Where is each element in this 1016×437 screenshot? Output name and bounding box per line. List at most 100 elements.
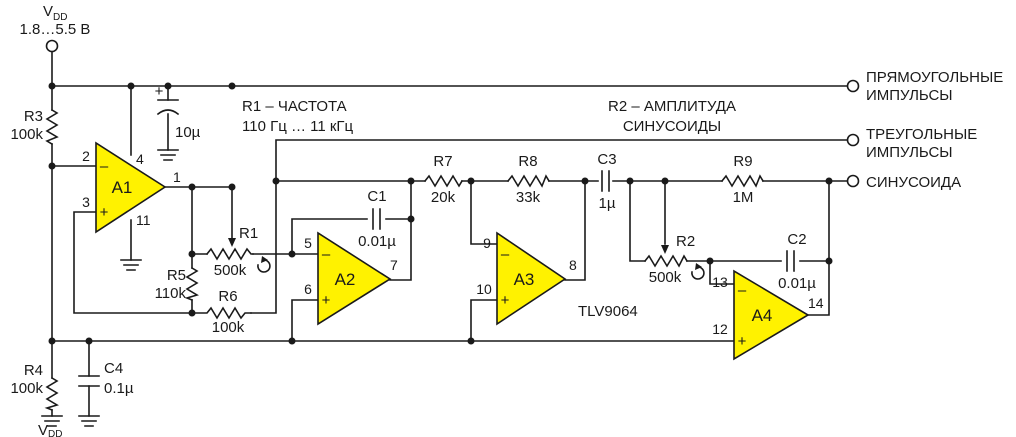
resistor-r3 bbox=[45, 108, 59, 146]
amplifiers bbox=[95, 141, 810, 361]
c3-name: C3 bbox=[597, 151, 616, 168]
resistor-r8 bbox=[506, 174, 551, 188]
c1-name: C1 bbox=[367, 188, 386, 205]
r8-value: 33k bbox=[516, 189, 541, 206]
svg-text:–: – bbox=[738, 282, 747, 299]
r1-value: 500k bbox=[214, 262, 247, 279]
capacitor-c3 bbox=[601, 170, 610, 192]
triangle-output-line1: ТРЕУГОЛЬНЫЕ bbox=[866, 126, 977, 143]
c3-value: 1µ bbox=[599, 195, 616, 212]
svg-text:+: + bbox=[501, 292, 510, 309]
svg-text:8: 8 bbox=[569, 257, 577, 273]
triangle-output-line2: ИМПУЛЬСЫ bbox=[866, 144, 953, 161]
r7-value: 20k bbox=[431, 189, 456, 206]
opamp-a1 bbox=[95, 141, 167, 234]
svg-text:6: 6 bbox=[304, 281, 312, 297]
chip-label: TLV9064 bbox=[578, 303, 638, 320]
opamp-a3 bbox=[496, 231, 567, 326]
svg-text:+: + bbox=[322, 292, 331, 309]
r2-wiper-arrow bbox=[661, 245, 669, 254]
ground-c4 bbox=[78, 415, 100, 427]
ground-a1 bbox=[120, 259, 142, 271]
r4-name: R4 bbox=[24, 362, 43, 379]
a3-name: A3 bbox=[514, 270, 535, 289]
resistor-r4 bbox=[44, 376, 59, 412]
sine-output-terminal bbox=[846, 174, 860, 188]
svg-text:+: + bbox=[738, 333, 747, 350]
a4-name: A4 bbox=[752, 306, 773, 325]
resistor-r2 bbox=[643, 254, 689, 268]
vdd-label: VDD bbox=[43, 3, 67, 23]
r2-note-line2: СИНУСОИДЫ bbox=[623, 118, 721, 135]
r7-name: R7 bbox=[433, 153, 452, 170]
resistors bbox=[44, 108, 765, 412]
ground-r4 bbox=[41, 415, 63, 427]
resistor-r7 bbox=[423, 174, 464, 188]
r9-value: 1M bbox=[733, 189, 754, 206]
c5-plus: + bbox=[155, 83, 164, 100]
r9-name: R9 bbox=[733, 153, 752, 170]
sine-output-label: СИНУСОИДА bbox=[866, 174, 961, 191]
svg-text:7: 7 bbox=[390, 257, 398, 273]
junctions bbox=[48, 82, 833, 345]
resistor-r1 bbox=[205, 247, 254, 261]
capacitor-c5 bbox=[156, 99, 180, 116]
r1-note-line1: R1 – ЧАСТОТА bbox=[242, 98, 347, 115]
capacitor-c2 bbox=[786, 250, 795, 272]
ground-c5 bbox=[157, 149, 179, 161]
svg-text:–: – bbox=[100, 158, 109, 175]
r2-rotation-icon bbox=[691, 266, 705, 280]
c4-name: C4 bbox=[104, 360, 123, 377]
c1-value: 0.01µ bbox=[358, 233, 396, 250]
pot-wipers bbox=[228, 238, 705, 280]
vdd-range: 1.8…5.5 B bbox=[20, 21, 91, 38]
opamp-a4 bbox=[733, 269, 810, 361]
r6-name: R6 bbox=[218, 288, 237, 305]
svg-text:14: 14 bbox=[808, 295, 824, 311]
r6-value: 100k bbox=[212, 319, 245, 336]
svg-text:5: 5 bbox=[304, 235, 312, 251]
svg-text:–: – bbox=[322, 246, 331, 263]
svg-text:12: 12 bbox=[712, 321, 728, 337]
svg-text:–: – bbox=[501, 246, 510, 263]
svg-text:2: 2 bbox=[82, 148, 90, 164]
capacitor-c4 bbox=[78, 375, 100, 387]
svg-text:9: 9 bbox=[483, 235, 491, 251]
r8-name: R8 bbox=[518, 153, 537, 170]
svg-text:11: 11 bbox=[136, 212, 151, 228]
square-output-terminal bbox=[846, 79, 860, 93]
a1-name: A1 bbox=[112, 178, 133, 197]
svg-text:10: 10 bbox=[476, 281, 492, 297]
svg-text:4: 4 bbox=[136, 151, 144, 167]
r1-name: R1 bbox=[239, 225, 258, 242]
r3-value: 100k bbox=[10, 126, 43, 143]
c2-value: 0.01µ bbox=[778, 275, 816, 292]
opamp-a2 bbox=[317, 231, 392, 326]
terminals bbox=[45, 39, 860, 188]
r3-name: R3 bbox=[24, 108, 43, 125]
r5-name: R5 bbox=[167, 267, 186, 284]
c2-name: C2 bbox=[787, 231, 806, 248]
r1-wiper-arrow bbox=[228, 238, 236, 247]
resistor-r6 bbox=[191, 306, 252, 320]
vdd-terminal bbox=[45, 39, 59, 53]
r4-value: 100k bbox=[10, 380, 43, 397]
capacitors bbox=[78, 99, 795, 387]
triangle-output-terminal bbox=[846, 133, 860, 147]
r2-value: 500k bbox=[649, 269, 682, 286]
wires bbox=[51, 50, 848, 417]
r1-note-line2: 110 Гц … 11 кГц bbox=[242, 118, 354, 135]
svg-text:1: 1 bbox=[173, 169, 181, 185]
r2-note-line1: R2 – АМПЛИТУДА bbox=[608, 98, 736, 115]
resistor-r5 bbox=[184, 266, 199, 302]
square-output-line1: ПРЯМОУГОЛЬНЫЕ bbox=[866, 69, 1003, 86]
svg-text:3: 3 bbox=[82, 194, 90, 210]
c4-value: 0.1µ bbox=[104, 380, 134, 397]
r2-name: R2 bbox=[676, 233, 695, 250]
grounds bbox=[41, 149, 179, 427]
vdd-bottom-label: VDD bbox=[38, 422, 62, 437]
r1-rotation-icon bbox=[257, 259, 271, 273]
c5-value: 10µ bbox=[175, 124, 201, 141]
svg-text:13: 13 bbox=[712, 274, 728, 290]
